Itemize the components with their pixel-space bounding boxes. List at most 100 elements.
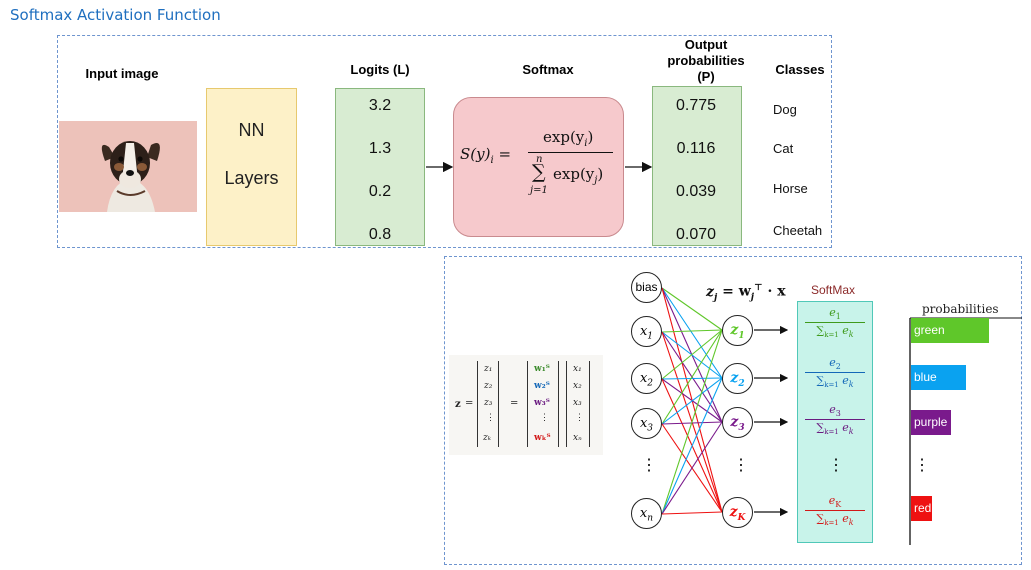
logits-header: Logits (L) <box>350 62 410 77</box>
softmax-term-2: e2 ∑k=1 ek <box>799 356 871 402</box>
probability-bar-label: purple <box>914 415 948 429</box>
formula-lhs-sub: i <box>490 155 494 166</box>
formula-sum-top: n <box>536 154 543 165</box>
probability-bar-label: green <box>914 323 945 337</box>
w-entry: w₂ᵀ <box>534 381 550 391</box>
softmax-box <box>453 97 624 237</box>
connection-line <box>661 377 723 425</box>
probability-bar-label: blue <box>914 370 937 384</box>
x-label: x <box>639 324 648 339</box>
class-label: Horse <box>773 181 808 196</box>
x-label: x <box>639 416 648 431</box>
softmax-column-label: SoftMax <box>811 283 856 297</box>
probability-bar-green: green <box>911 318 989 343</box>
softmax-header: Softmax <box>522 62 574 77</box>
neuron-equation: zj = wj⊤ · x <box>706 283 786 303</box>
probability-bar-label: red <box>914 501 932 515</box>
output-header-line3: (P) <box>697 69 715 84</box>
z-sub: 1 <box>738 330 745 341</box>
classes-header: Classes <box>775 62 825 77</box>
z-node-3: z3 <box>722 407 753 438</box>
w-entry: ⋮ <box>540 413 549 423</box>
x-sub: 1 <box>647 331 654 342</box>
z-node-1: z1 <box>722 315 753 346</box>
class-label: Cheetah <box>773 223 823 238</box>
z-entry: z₂ <box>484 381 493 391</box>
connection-line <box>661 421 723 515</box>
input-node-bias: bias <box>631 272 662 303</box>
dog-image <box>59 121 197 212</box>
logit-value: 0.2 <box>368 183 392 200</box>
x-entry: ⋮ <box>575 413 584 423</box>
sum-label: ∑ <box>816 512 825 526</box>
connection-line <box>661 377 723 515</box>
e-label: e <box>842 324 849 338</box>
formula-denominator-sub: j <box>594 175 598 186</box>
z-entry: z₃ <box>484 398 493 408</box>
sum-index: k=1 <box>824 331 839 340</box>
x-sub: n <box>647 513 654 524</box>
formula-sum-bottom: j=1 <box>530 185 548 196</box>
x-entry: xₙ <box>573 433 582 443</box>
connection-line <box>661 329 723 425</box>
w-entry: wₖᵀ <box>534 433 551 443</box>
z-entry: ⋮ <box>486 413 495 423</box>
softmax-formula: S(y)i = exp(yi) n ∑ j=1 exp(yj) <box>458 118 623 218</box>
e-label: e <box>829 306 836 319</box>
input-node-x3: x3 <box>631 408 662 439</box>
softmax-column-box <box>797 301 873 543</box>
z-entry: zₖ <box>483 433 492 443</box>
page-title: Softmax Activation Function <box>10 6 221 24</box>
bias-label: bias <box>635 280 658 294</box>
connection-line <box>661 329 723 333</box>
top-diagram-frame <box>57 35 832 248</box>
softmax-term-k: eK ∑k=1 ek <box>799 494 871 540</box>
z-label: z <box>730 322 739 338</box>
e-label: e <box>828 494 836 507</box>
term-index: 1 <box>835 312 841 322</box>
softmax-term-3: e3 ∑k=1 ek <box>799 403 871 449</box>
x-vector: x₁ x₂ x₃ ⋮ xₙ <box>566 361 590 447</box>
input-image-header: Input image <box>85 66 159 81</box>
input-node-x2: x2 <box>631 363 662 394</box>
input-node-xn: xn <box>631 498 662 529</box>
softmax-dots: ⋮ <box>828 457 844 474</box>
connection-line <box>661 511 723 515</box>
output-header-line1: Output <box>684 37 728 52</box>
sum-label: ∑ <box>816 324 825 338</box>
z-label: z <box>729 504 738 520</box>
logit-value: 0.8 <box>368 226 392 243</box>
prob-dots: ⋮ <box>914 457 930 474</box>
class-label: Dog <box>773 102 797 117</box>
sum-index: k=1 <box>824 428 839 437</box>
sigma-icon: ∑ <box>532 161 546 183</box>
x-entry: x₁ <box>573 364 582 374</box>
formula-lhs: S(y) <box>460 145 491 163</box>
z-node-k: zK <box>722 497 753 528</box>
x-label: x <box>639 371 648 386</box>
e-label: e <box>842 421 849 435</box>
probability-value: 0.775 <box>675 97 717 114</box>
connection-line <box>661 287 723 379</box>
w-entry: w₁ᵀ <box>534 364 550 374</box>
nn-layers-box: NN Layers <box>206 88 297 246</box>
connection-line <box>661 329 723 515</box>
z-entry: z₁ <box>484 364 493 374</box>
logit-value: 1.3 <box>368 140 392 157</box>
class-label: Cat <box>773 141 794 156</box>
z-label: z <box>730 370 739 386</box>
z-sub: K <box>737 512 746 523</box>
input-dots: ⋮ <box>641 457 657 474</box>
connection-lines <box>661 287 723 515</box>
matrix-equation: z = z₁ z₂ z₃ ⋮ zₖ = w₁ᵀ w₂ᵀ w₃ᵀ ⋮ wₖᵀ x₁… <box>449 355 603 455</box>
matrix-z-label: z <box>455 399 461 410</box>
softmax-term-1: e1 ∑k=1 ek <box>799 306 871 352</box>
sum-index: k=1 <box>824 519 839 528</box>
probability-value: 0.116 <box>676 140 716 157</box>
z-node-2: z2 <box>722 363 753 394</box>
probability-bar-purple: purple <box>911 410 951 435</box>
z-dots: ⋮ <box>733 457 749 474</box>
sum-label: ∑ <box>816 374 825 388</box>
term-index: K <box>835 500 842 510</box>
